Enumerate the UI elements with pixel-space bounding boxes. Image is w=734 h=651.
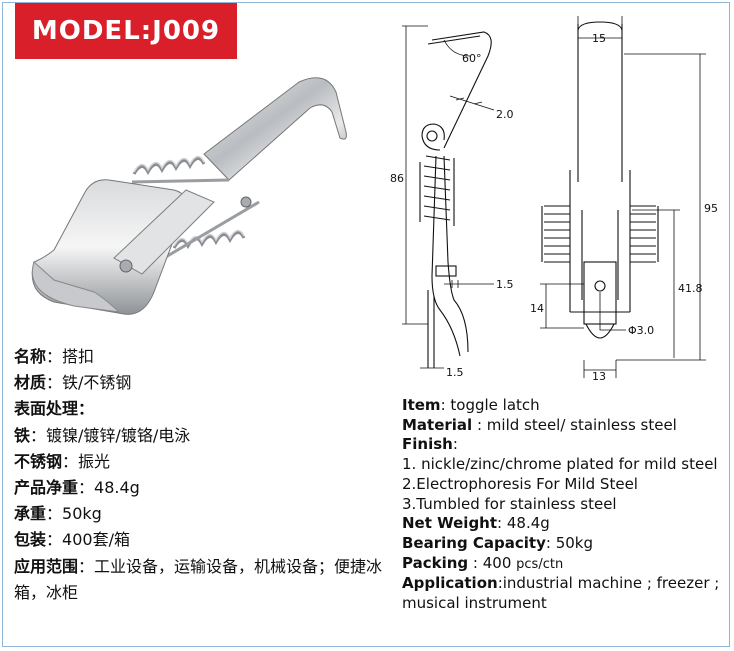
spec-en-finish-2: 2.Electrophoresis For Mild Steel — [402, 474, 638, 493]
spec-en-item: Item: toggle latch — [402, 396, 540, 414]
product-photo — [31, 77, 347, 315]
spec-en-material: Material : mild steel/ stainless steel — [402, 415, 677, 434]
spec-cn-iron: 铁：镀镍/镀锌/镀铬/电泳 — [14, 425, 191, 445]
spec-cn-name: 名称：搭扣 — [14, 347, 95, 366]
spec-en-finish-3: 3.Tumbled for stainless steel — [402, 494, 617, 513]
spec-cn: 名称：搭扣 材质：铁/不锈钢 表面处理： 铁：镀镍/镀锌/镀铬/电泳 不锈钢：振… — [14, 344, 394, 606]
spec-en-net-weight: Net Weight: 48.4g — [402, 514, 550, 533]
spec-en: Item: toggle latch Material : mild steel… — [402, 396, 730, 614]
spec-cn-surface: 表面处理： — [14, 399, 95, 419]
spec-cn-load: 承重：50kg — [14, 504, 102, 524]
dim-thickness: 2.0 — [496, 108, 514, 121]
spec-en-application: Application:industrial machine ; freezer… — [402, 574, 720, 613]
spec-en-finish-1: 1. nickle/zinc/chrome plated for mild st… — [402, 455, 718, 474]
dim-gap-right: 1.5 — [496, 278, 514, 291]
spec-cn-weight: 产品净重：48.4g — [14, 478, 140, 498]
dim-width-bottom: 13 — [592, 370, 606, 383]
spec-en-finish: Finish: — [402, 435, 458, 454]
technical-drawing: 60° 2.0 86 1.5 1.5 15 95 41.8 14 Φ3.0 13 — [390, 16, 718, 383]
dim-gap-bottom: 1.5 — [446, 366, 464, 379]
spec-cn-material: 材质：铁/不锈钢 — [14, 373, 132, 393]
spec-en-bearing: Bearing Capacity: 50kg — [402, 533, 594, 552]
spec-cn-application: 应用范围：工业设备，运输设备，机械设备；便捷冰箱，冰柜 — [14, 556, 383, 602]
spec-en-packing: Packing : 400 pcs/ctn — [402, 553, 564, 572]
dim-height-right: 95 — [704, 202, 718, 215]
model-badge: MODEL:J009 — [15, 3, 237, 59]
dim-hole: Φ3.0 — [628, 324, 654, 337]
dim-height-left: 86 — [390, 172, 404, 185]
spec-cn-stainless: 不锈钢：振光 — [14, 451, 111, 471]
dim-angle: 60° — [462, 52, 482, 65]
dim-width-top: 15 — [592, 32, 606, 45]
dim-len-41-8: 41.8 — [678, 282, 703, 295]
dim-len-14: 14 — [530, 302, 544, 315]
spec-cn-packing: 包装：400套/箱 — [14, 530, 130, 550]
